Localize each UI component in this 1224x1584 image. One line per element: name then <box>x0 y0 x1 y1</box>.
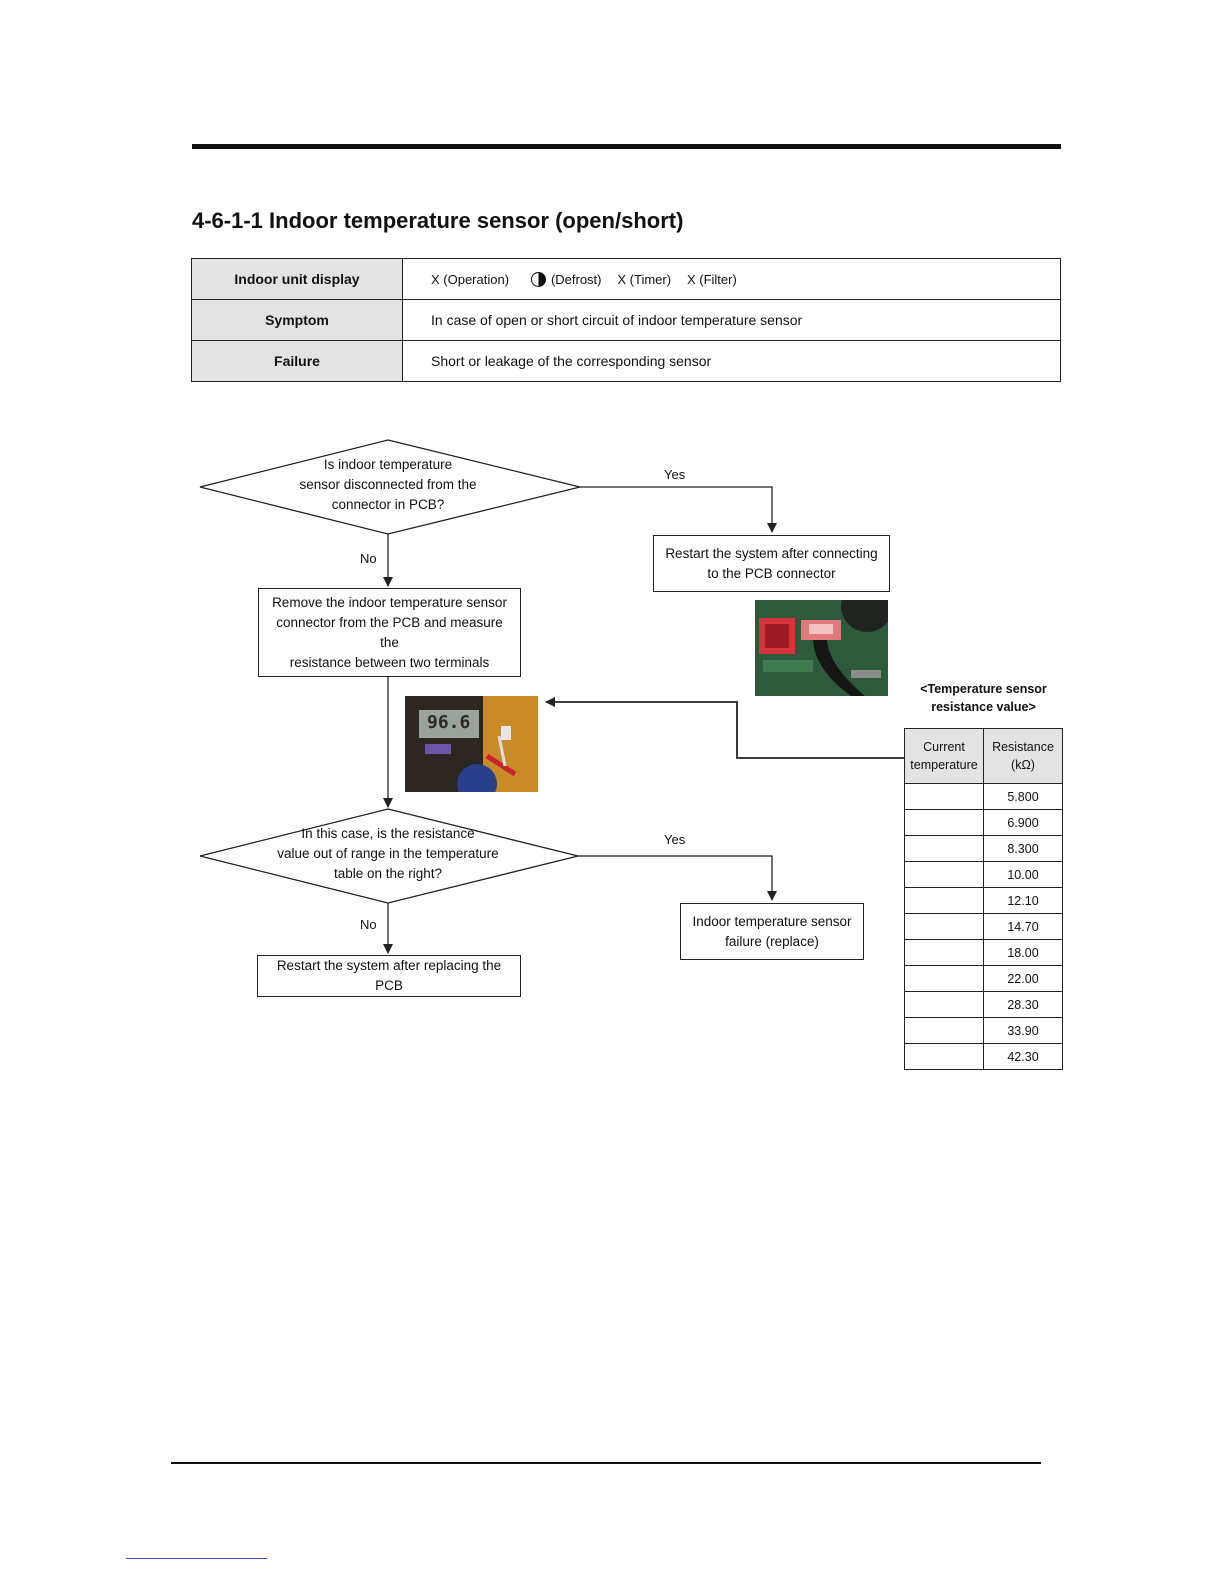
table-row: 6.900 <box>904 809 1063 836</box>
display-filter: X (Filter) <box>686 272 737 287</box>
decision1-line: sensor disconnected from the <box>299 477 477 492</box>
remove-measure-line: resistance between two terminals <box>289 654 490 670</box>
decision1-line: Is indoor temperature <box>323 457 453 472</box>
symptom-value: In case of open or short circuit of indo… <box>402 299 1061 341</box>
section-title: 4-6-1-1 Indoor temperature sensor (open/… <box>192 208 684 233</box>
no2-label: No <box>360 917 377 932</box>
resistance-cell: 18.00 <box>983 939 1063 966</box>
display-label: Indoor unit display <box>191 258 403 300</box>
resistance-cell: 5.800 <box>983 783 1063 810</box>
table-row: 8.300 <box>904 835 1063 862</box>
restart-connect-line: Restart the system after connecting <box>665 545 878 561</box>
failure-label: Failure <box>191 340 403 382</box>
header-res-line: (kΩ) <box>1011 758 1035 772</box>
temp-cell <box>904 835 984 862</box>
yes1-label: Yes <box>664 467 686 482</box>
footer-link-underline <box>126 1558 267 1559</box>
table-row: 5.800 <box>904 783 1063 810</box>
temp-cell <box>904 809 984 836</box>
table-row: 18.00 <box>904 939 1063 966</box>
multimeter-illustration <box>405 696 538 792</box>
decision1-line: connector in PCB? <box>331 497 445 512</box>
info-table: Indoor unit display X (Operation) (Defro… <box>191 258 1061 382</box>
display-operation: X (Operation) <box>431 272 510 287</box>
temp-cell <box>904 965 984 992</box>
display-value: X (Operation) (Defrost) X (Timer) X (Fil… <box>402 258 1061 300</box>
table-row: 22.00 <box>904 965 1063 992</box>
no1-label: No <box>360 551 377 566</box>
failure-value: Short or leakage of the corresponding se… <box>402 340 1061 382</box>
multimeter-display: 96.6 <box>427 712 471 733</box>
bottom-rule <box>171 1462 1041 1464</box>
remove-measure-line: connector from the PCB and measure the <box>276 614 503 650</box>
table-row: 10.00 <box>904 861 1063 888</box>
header-temp-line: Current <box>923 740 965 754</box>
half-filled-circle-icon <box>530 272 546 287</box>
info-row-display: Indoor unit display X (Operation) (Defro… <box>191 258 1061 300</box>
temp-cell <box>904 861 984 888</box>
decision2-line: value out of range in the temperature <box>277 846 499 861</box>
temp-cell <box>904 939 984 966</box>
display-defrost: (Defrost) <box>550 272 602 287</box>
decision2-text: In this case, is the resistance value ou… <box>258 824 518 884</box>
sensor-failure-line: Indoor temperature sensor <box>692 913 852 929</box>
yes1-connector <box>580 486 777 533</box>
resistance-cell: 12.10 <box>983 887 1063 914</box>
resistance-title-line: resistance value> <box>931 700 1036 714</box>
table-row: 12.10 <box>904 887 1063 914</box>
multimeter-photo: 96.6 <box>405 696 538 792</box>
pcb-connector-photo <box>755 600 888 696</box>
table-row: 28.30 <box>904 991 1063 1018</box>
temp-cell <box>904 913 984 940</box>
sensor-failure-box: Indoor temperature sensor failure (repla… <box>680 903 864 960</box>
resistance-cell: 42.30 <box>983 1043 1063 1070</box>
temp-cell <box>904 991 984 1018</box>
display-timer: X (Timer) <box>617 272 672 287</box>
header-current-temperature: Current temperature <box>904 728 984 784</box>
temp-cell <box>904 783 984 810</box>
table-to-meter-arrow <box>545 697 904 759</box>
info-row-failure: Failure Short or leakage of the correspo… <box>191 340 1061 382</box>
header-res-line: Resistance <box>992 740 1054 754</box>
restart-connect-box: Restart the system after connecting to t… <box>653 535 890 592</box>
decision2-line: table on the right? <box>333 866 443 881</box>
table-row: 42.30 <box>904 1043 1063 1070</box>
remove-measure-box: Remove the indoor temperature sensor con… <box>258 588 521 677</box>
decision1-text: Is indoor temperature sensor disconnecte… <box>278 455 498 515</box>
info-row-symptom: Symptom In case of open or short circuit… <box>191 299 1061 341</box>
yes2-label: Yes <box>664 832 686 847</box>
resistance-cell: 33.90 <box>983 1017 1063 1044</box>
resistance-cell: 8.300 <box>983 835 1063 862</box>
temp-cell <box>904 1017 984 1044</box>
sensor-failure-line: failure (replace) <box>725 933 819 949</box>
table-row: 14.70 <box>904 913 1063 940</box>
header-resistance: Resistance (kΩ) <box>983 728 1063 784</box>
resistance-cell: 6.900 <box>983 809 1063 836</box>
header-temp-line: temperature <box>910 758 978 772</box>
resistance-table-title: <Temperature sensor resistance value> <box>906 680 1061 716</box>
decision2-line: In this case, is the resistance <box>301 826 475 841</box>
resistance-table: Current temperature Resistance (kΩ) 5.80… <box>904 728 1063 1070</box>
yes2-connector <box>578 855 777 901</box>
remove-measure-line: Remove the indoor temperature sensor <box>272 594 507 610</box>
temp-cell <box>904 887 984 914</box>
resistance-cell: 10.00 <box>983 861 1063 888</box>
temp-cell <box>904 1043 984 1070</box>
resistance-cell: 22.00 <box>983 965 1063 992</box>
pcb-connector-illustration <box>755 600 888 696</box>
top-rule <box>192 144 1061 149</box>
restart-pcb-box: Restart the system after replacing the P… <box>257 955 521 997</box>
restart-connect-line: to the PCB connector <box>707 565 836 581</box>
resistance-title-line: <Temperature sensor <box>920 682 1047 696</box>
resistance-header-row: Current temperature Resistance (kΩ) <box>904 728 1063 784</box>
table-row: 33.90 <box>904 1017 1063 1044</box>
resistance-cell: 14.70 <box>983 913 1063 940</box>
resistance-cell: 28.30 <box>983 991 1063 1018</box>
